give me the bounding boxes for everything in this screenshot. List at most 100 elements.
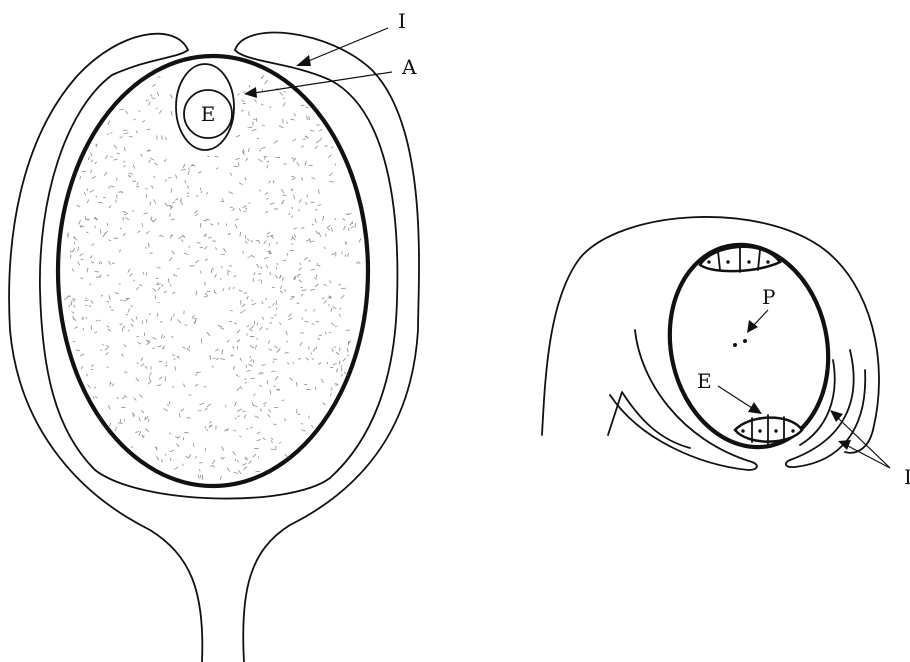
- stipple-mark: [159, 361, 163, 362]
- stipple-mark: [247, 333, 248, 335]
- stipple-mark: [200, 475, 201, 479]
- stipple-mark: [288, 318, 292, 320]
- stipple-mark: [95, 397, 97, 398]
- stipple-mark: [141, 358, 143, 361]
- stipple-mark: [123, 233, 125, 236]
- stipple-mark: [254, 273, 256, 275]
- stipple-mark: [210, 355, 211, 360]
- stipple-mark: [85, 216, 86, 220]
- stipple-mark: [171, 188, 172, 193]
- stipple-mark: [238, 460, 239, 462]
- stipple-mark: [150, 158, 154, 160]
- stipple-mark: [359, 239, 361, 243]
- stipple-mark: [260, 409, 262, 412]
- stipple-mark: [170, 94, 172, 98]
- stipple-mark: [270, 390, 271, 395]
- stipple-mark: [95, 162, 96, 164]
- stipple-mark: [73, 299, 75, 303]
- stipple-mark: [335, 218, 336, 220]
- stipple-mark: [153, 289, 156, 292]
- stipple-mark: [260, 327, 263, 331]
- arrow-integument: [306, 28, 388, 62]
- stipple-mark: [315, 146, 318, 149]
- stipple-mark: [301, 227, 304, 229]
- stipple-mark: [315, 284, 319, 287]
- stipple-mark: [312, 224, 314, 226]
- stipple-mark: [107, 367, 109, 368]
- stipple-mark: [94, 387, 96, 388]
- stipple-mark: [247, 370, 251, 371]
- stipple-mark: [72, 269, 73, 272]
- stipple-mark: [229, 287, 230, 291]
- stipple-mark: [110, 157, 112, 158]
- stipple-mark: [336, 352, 340, 355]
- stipple-mark: [280, 92, 284, 95]
- stipple-mark: [318, 265, 320, 266]
- stipple-mark: [201, 339, 202, 344]
- stipple-mark: [171, 111, 172, 116]
- stipple-mark: [154, 176, 155, 178]
- stipple-mark: [283, 260, 286, 261]
- stipple-mark: [273, 359, 277, 360]
- stipple-mark: [331, 147, 333, 148]
- stipple-mark: [344, 227, 346, 228]
- stipple-mark: [266, 198, 268, 199]
- stipple-mark: [286, 331, 288, 335]
- stipple-mark: [325, 332, 326, 335]
- stipple-mark: [242, 103, 246, 104]
- stipple-mark: [291, 207, 293, 208]
- stipple-mark: [146, 194, 147, 198]
- stipple-mark: [74, 327, 77, 329]
- stipple-mark: [178, 319, 181, 323]
- arrowhead-archegonium: [244, 87, 257, 98]
- stipple-mark: [215, 349, 219, 351]
- stipple-mark: [273, 424, 276, 425]
- stipple-mark: [189, 395, 192, 396]
- stipple-mark: [183, 164, 184, 168]
- stipple-mark: [78, 247, 79, 251]
- stipple-mark: [134, 398, 137, 401]
- stipple-mark: [85, 300, 89, 301]
- stipple-mark: [158, 287, 160, 290]
- stipple-mark: [124, 133, 129, 134]
- stipple-mark: [164, 291, 167, 293]
- stipple-mark: [275, 376, 278, 380]
- stipple-mark: [267, 380, 268, 384]
- stipple-mark: [277, 350, 279, 352]
- stipple-mark: [332, 348, 334, 352]
- stipple-mark: [204, 247, 207, 250]
- stipple-mark: [350, 222, 352, 225]
- stipple-mark: [319, 232, 321, 237]
- stipple-mark: [274, 141, 278, 144]
- stipple-mark: [165, 203, 167, 205]
- stipple-mark: [115, 293, 119, 294]
- stipple-mark: [286, 341, 287, 343]
- stipple-mark: [226, 405, 227, 408]
- stipple-mark: [171, 336, 173, 338]
- stipple-mark: [120, 249, 121, 252]
- stipple-mark: [169, 213, 171, 216]
- stipple-mark: [257, 440, 261, 441]
- stipple-mark: [261, 280, 262, 284]
- stipple-mark: [153, 337, 157, 339]
- stipple-mark: [77, 205, 80, 207]
- stipple-mark: [240, 312, 242, 314]
- stipple-mark: [279, 322, 281, 324]
- stipple-mark: [290, 297, 294, 300]
- stipple-mark: [207, 332, 210, 336]
- stipple-mark: [132, 210, 134, 211]
- stipple-mark: [276, 308, 277, 310]
- stipple-mark: [149, 313, 150, 315]
- arrow-integument-right-2: [848, 446, 890, 468]
- stipple-mark: [315, 219, 317, 223]
- stipple-mark: [267, 236, 270, 237]
- stipple-mark: [85, 298, 87, 299]
- stipple-mark: [252, 129, 256, 131]
- stipple-mark: [284, 92, 286, 93]
- stipple-mark: [76, 350, 81, 351]
- stipple-mark: [318, 338, 320, 340]
- stipple-mark: [216, 358, 219, 360]
- stipple-mark: [204, 296, 207, 297]
- stipple-mark: [293, 139, 296, 141]
- stipple-mark: [237, 409, 241, 412]
